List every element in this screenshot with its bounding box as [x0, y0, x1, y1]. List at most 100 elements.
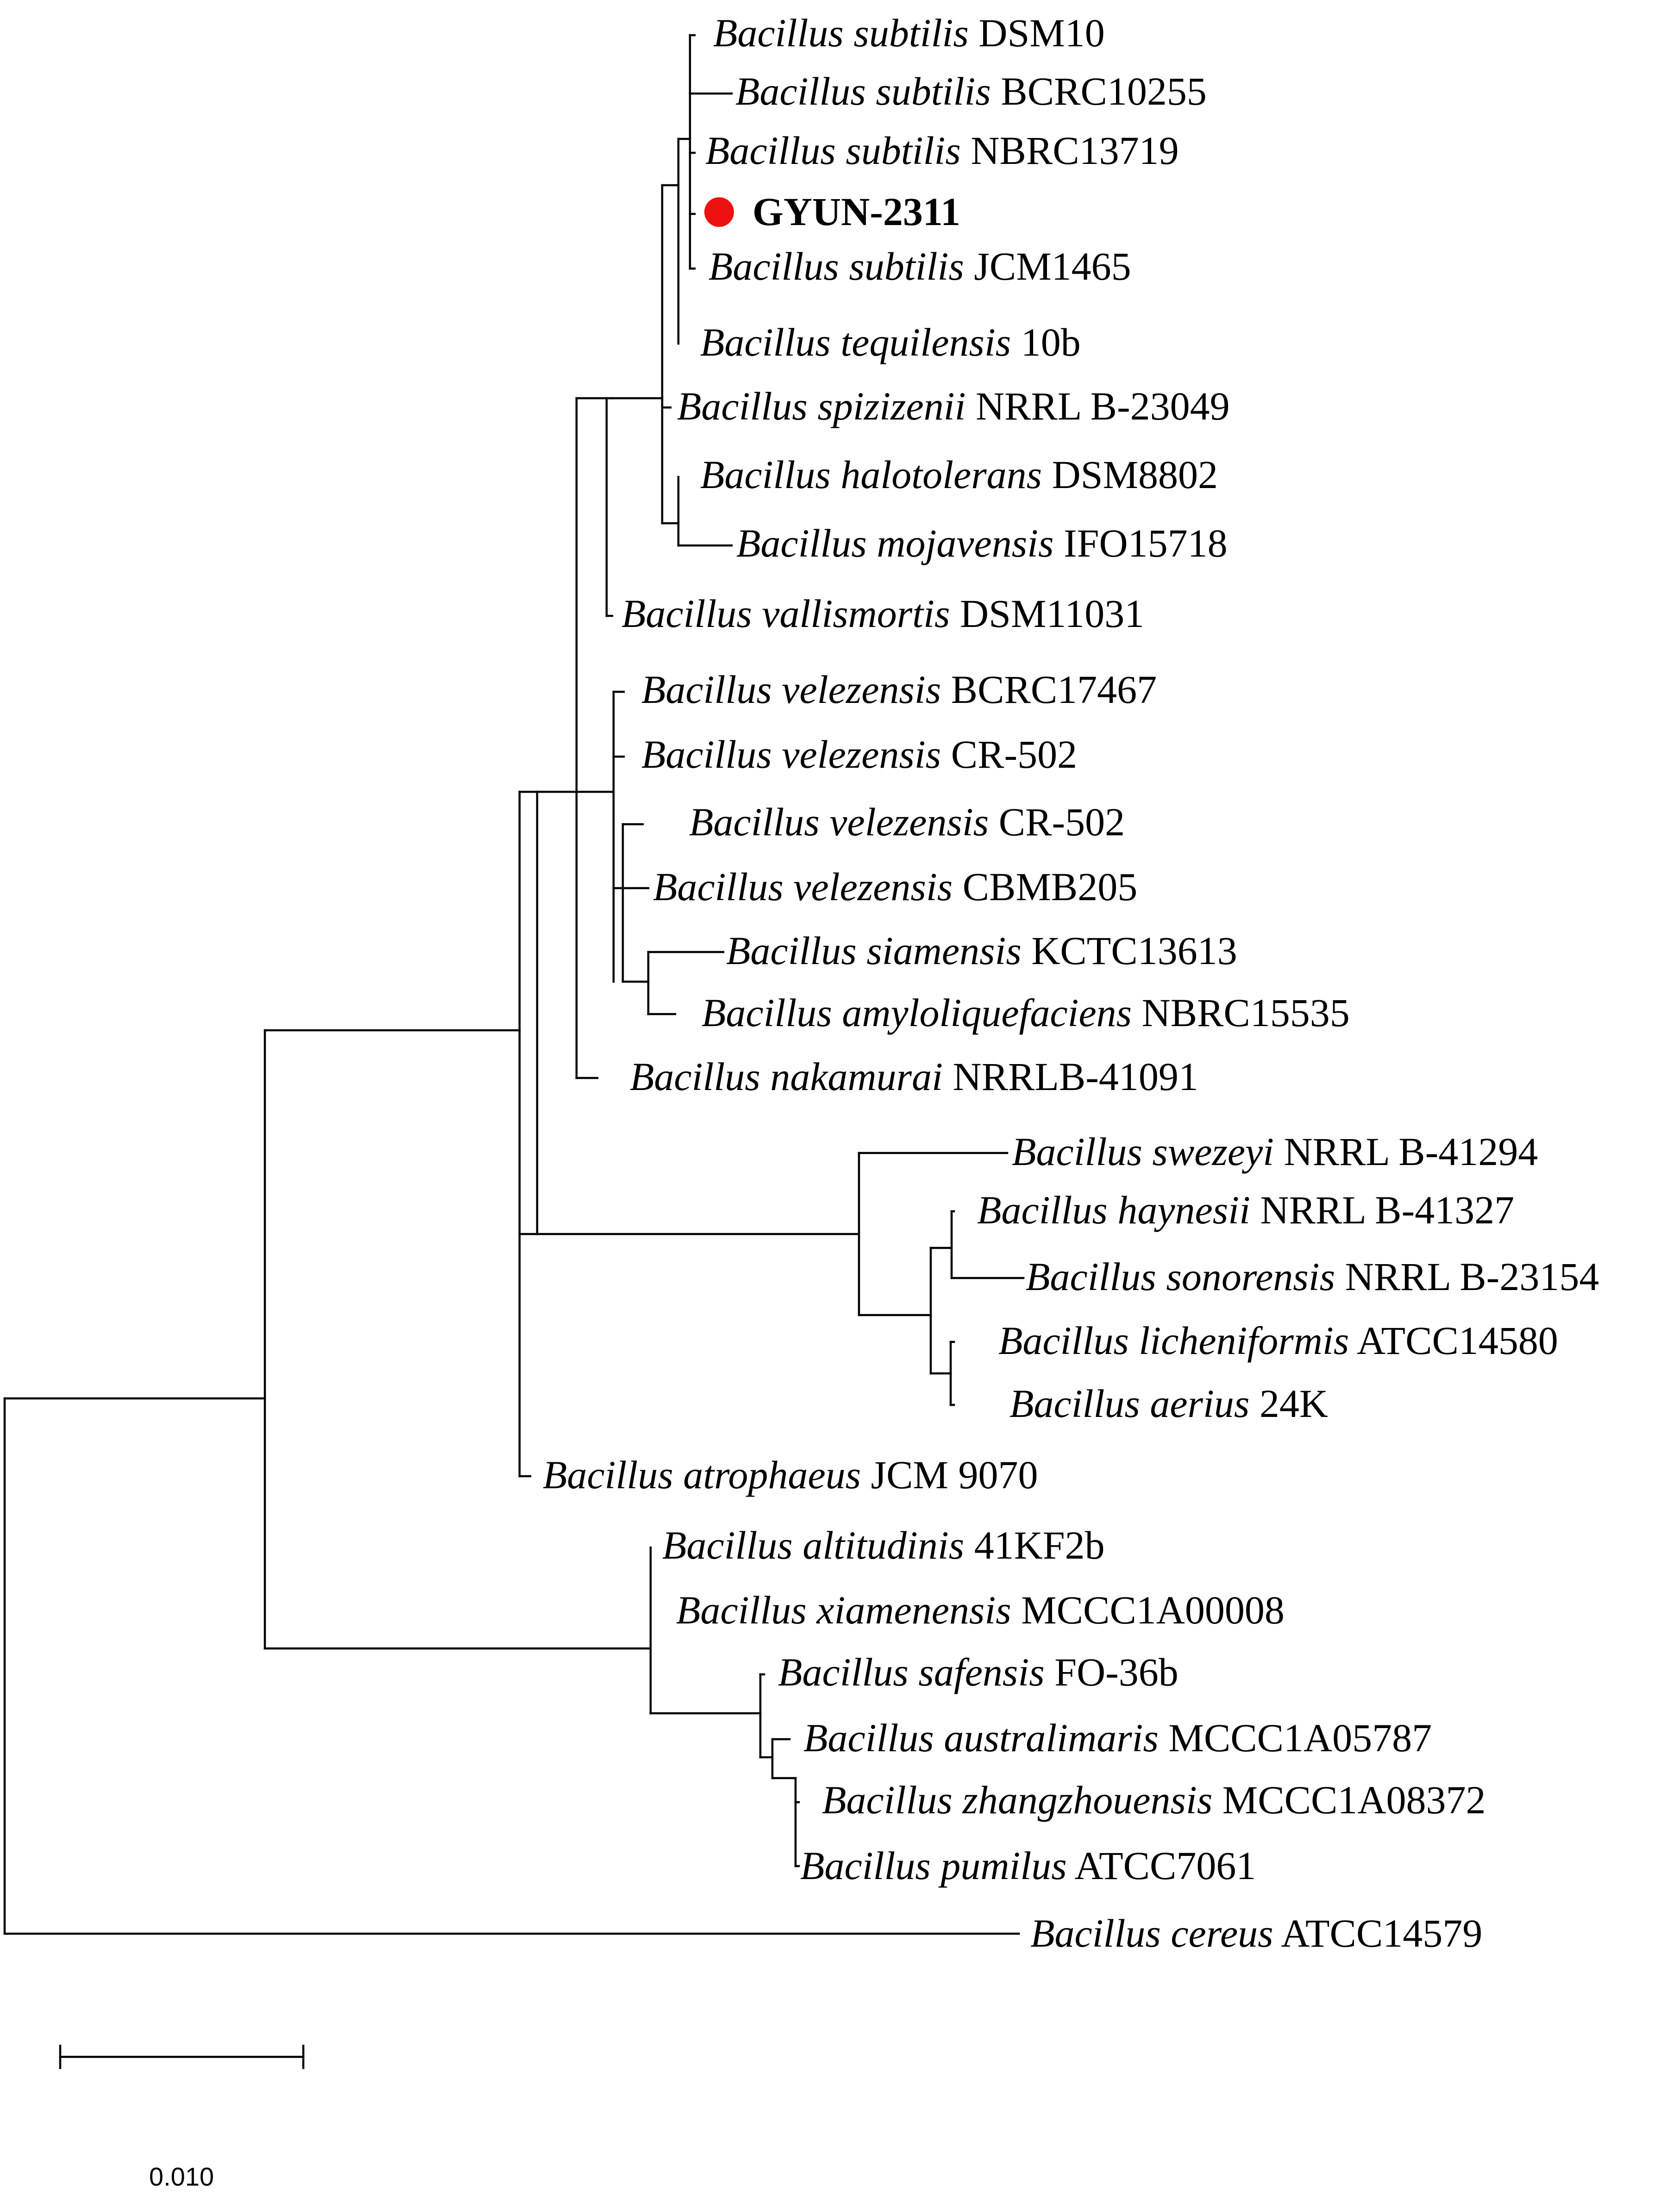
taxon-genus: Bacillus	[1026, 1254, 1156, 1299]
taxon-strain: NRRL B-41327	[1250, 1188, 1514, 1232]
taxon-strain: FO-36b	[1045, 1650, 1179, 1694]
taxon-label: Bacillus australimaris MCCC1A05787	[803, 1716, 1432, 1760]
taxon-strain: IFO15718	[1054, 521, 1228, 565]
taxon-label: Bacillus siamensis KCTC13613	[726, 928, 1237, 973]
taxon-label: Bacillus subtilis NBRC13719	[705, 128, 1179, 173]
taxon-species: zhangzhouensis	[953, 1778, 1212, 1822]
taxon-strain: MCCC1A00008	[1011, 1588, 1285, 1632]
taxon-strain: JCM1465	[964, 244, 1131, 288]
taxon-species: mojavensis	[867, 521, 1054, 565]
taxon-label: Bacillus nakamurai NRRLB-41091	[630, 1054, 1198, 1099]
taxon-label: Bacillus swezeyi NRRL B-41294	[1012, 1129, 1538, 1174]
taxon-label: Bacillus altitudinis 41KF2b	[662, 1523, 1105, 1567]
taxon-label: Bacillus safensis FO-36b	[778, 1650, 1179, 1694]
taxon-species: pumilus	[931, 1843, 1067, 1888]
taxon-species: subtilis	[844, 11, 969, 55]
taxon-label: Bacillus xiamenensis MCCC1A00008	[676, 1588, 1285, 1632]
taxon-label: Bacillus spizizenii NRRL B-23049	[677, 384, 1230, 428]
taxon-label: Bacillus subtilis DSM10	[713, 11, 1105, 55]
taxon-strain: BCRC17467	[941, 667, 1157, 712]
taxon-species: atrophaeus	[673, 1453, 861, 1497]
taxon-label: Bacillus pumilus ATCC7061	[800, 1843, 1256, 1888]
taxon-label: GYUN-2311	[752, 189, 960, 234]
taxon-species: tequilensis	[831, 320, 1011, 364]
taxon-label: Bacillus velezensis CBMB205	[653, 865, 1137, 909]
taxon-species: velezensis	[772, 667, 941, 712]
taxon-species: altitudinis	[793, 1523, 964, 1567]
taxon-label: Bacillus amyloliquefaciens NBRC15535	[702, 990, 1350, 1035]
taxon-strain: MCCC1A05787	[1159, 1716, 1432, 1760]
taxon-species: swezeyi	[1142, 1129, 1274, 1174]
taxon-genus: Bacillus	[641, 732, 772, 777]
taxon-label: Bacillus sonorensis NRRL B-23154	[1026, 1254, 1599, 1299]
taxon-genus: Bacillus	[998, 1318, 1129, 1363]
taxon-strain: ATCC14579	[1273, 1911, 1483, 1955]
taxon-genus: Bacillus	[726, 928, 857, 973]
taxon-species: aerius	[1140, 1381, 1250, 1426]
taxon-species: spizizenii	[808, 384, 966, 428]
taxon-genus: Bacillus	[822, 1778, 953, 1822]
taxon-species: subtilis	[866, 69, 991, 113]
taxon-strain: MCCC1A08372	[1212, 1778, 1486, 1822]
taxon-strain: 41KF2b	[964, 1523, 1104, 1567]
taxon-species: subtilis	[839, 244, 964, 288]
taxon-genus: Bacillus	[700, 320, 831, 364]
taxon-genus: Bacillus	[803, 1716, 934, 1760]
taxon-label: Bacillus velezensis CR-502	[689, 800, 1125, 844]
taxon-label: Bacillus halotolerans DSM8802	[700, 452, 1218, 497]
taxon-label: Bacillus velezensis CR-502	[641, 732, 1077, 777]
taxon-species: velezensis	[784, 865, 953, 909]
tree-branches	[3, 34, 1025, 1935]
taxon-label: Bacillus atrophaeus JCM 9070	[543, 1453, 1038, 1497]
taxon-strain: DSM11031	[950, 591, 1145, 636]
taxon-label: Bacillus velezensis BCRC17467	[641, 667, 1157, 712]
taxon-genus: Bacillus	[708, 244, 839, 288]
taxon-strain: ATCC7061	[1067, 1843, 1256, 1888]
taxon-species: xiamenensis	[807, 1588, 1011, 1632]
taxon-label: Bacillus subtilis JCM1465	[708, 244, 1131, 288]
taxon-label: Bacillus subtilis BCRC10255	[735, 69, 1207, 113]
highlight-marker-icon	[704, 197, 734, 227]
taxon-label: Bacillus vallismortis DSM11031	[621, 591, 1144, 636]
taxon-species: siamensis	[857, 928, 1022, 973]
taxon-label: Bacillus zhangzhouensis MCCC1A08372	[822, 1778, 1486, 1822]
taxon-genus: Bacillus	[735, 69, 866, 113]
taxon-species: sonorensis	[1156, 1254, 1335, 1299]
taxon-strain: 10b	[1011, 320, 1081, 364]
taxon-species: velezensis	[820, 800, 989, 844]
taxon-genus: Bacillus	[653, 865, 784, 909]
taxon-strain: GYUN-2311	[752, 189, 960, 234]
taxon-strain: NBRC13719	[961, 128, 1179, 173]
taxon-genus: Bacillus	[705, 128, 836, 173]
taxon-strain: CR-502	[989, 800, 1125, 844]
taxon-strain: ATCC14580	[1349, 1318, 1558, 1363]
taxon-species: nakamurai	[760, 1054, 943, 1099]
taxon-strain: 24K	[1249, 1381, 1328, 1426]
taxon-species: amyloliquefaciens	[832, 990, 1132, 1035]
taxon-genus: Bacillus	[778, 1650, 909, 1694]
taxon-species: safensis	[909, 1650, 1045, 1694]
taxon-genus: Bacillus	[543, 1453, 673, 1497]
taxon-genus: Bacillus	[689, 800, 820, 844]
taxon-strain: NRRLB-41091	[943, 1054, 1198, 1099]
taxon-genus: Bacillus	[677, 384, 808, 428]
taxon-strain: JCM 9070	[861, 1453, 1038, 1497]
taxon-genus: Bacillus	[1030, 1911, 1161, 1955]
scale-bar: 0.010	[59, 2044, 305, 2191]
taxon-strain: CBMB205	[953, 865, 1137, 909]
taxon-species: velezensis	[772, 732, 941, 777]
taxon-genus: Bacillus	[736, 521, 867, 565]
taxon-species: subtilis	[836, 128, 961, 173]
taxon-species: halotolerans	[831, 452, 1042, 497]
taxon-strain: NBRC15535	[1132, 990, 1350, 1035]
taxon-genus: Bacillus	[977, 1188, 1108, 1232]
taxon-species: cereus	[1161, 1911, 1273, 1955]
taxon-strain: KCTC13613	[1022, 928, 1237, 973]
taxon-genus: Bacillus	[1012, 1129, 1142, 1174]
taxon-strain: NRRL B-23154	[1335, 1254, 1599, 1299]
taxon-strain: NRRL B-41294	[1274, 1129, 1538, 1174]
taxon-species: vallismortis	[752, 591, 950, 636]
